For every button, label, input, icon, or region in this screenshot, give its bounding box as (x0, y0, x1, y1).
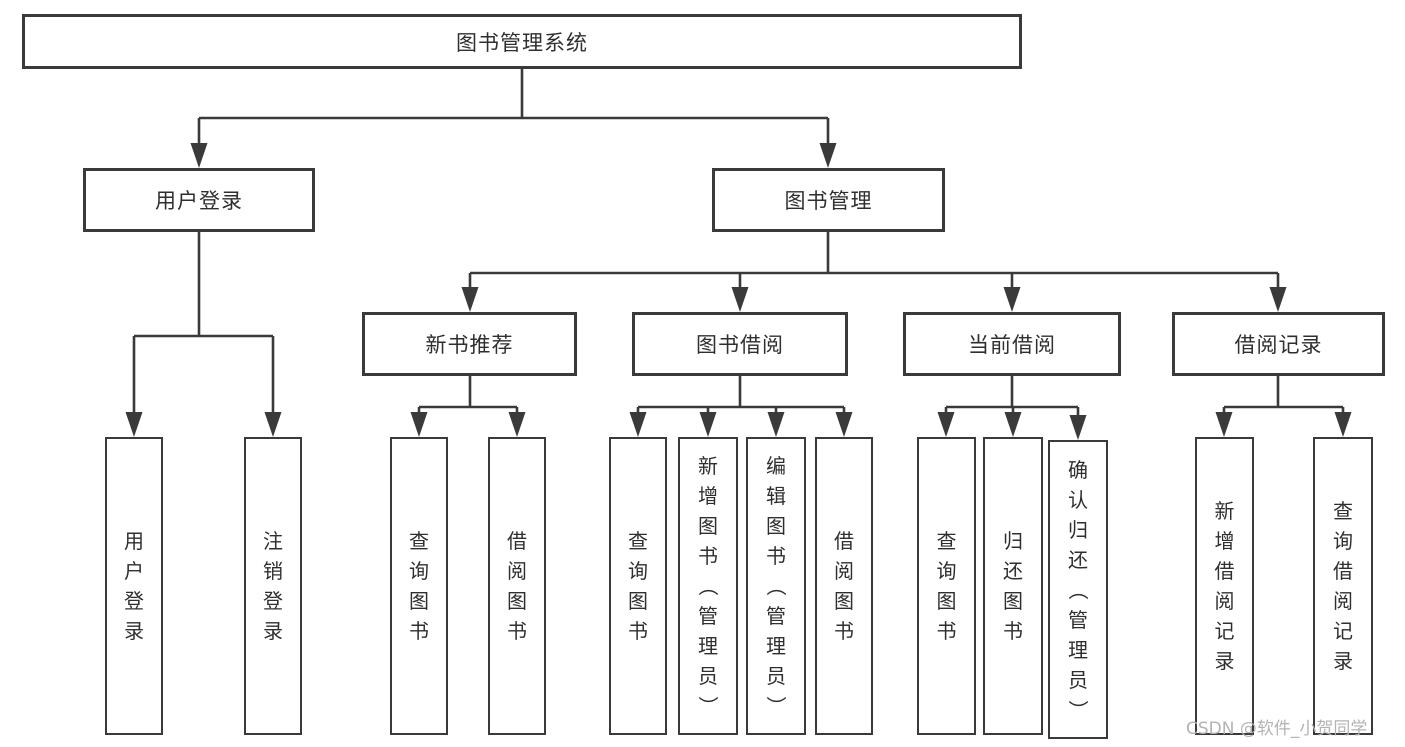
arrowhead (819, 143, 837, 168)
arrowhead (1269, 287, 1287, 312)
leaf-current-confirm-label: 确认归还（管理员） (1066, 457, 1090, 720)
arrowhead (937, 412, 955, 437)
arrowhead (264, 412, 282, 437)
leaf-borrowing-query: 查询图书 (609, 437, 667, 735)
arrowhead (699, 412, 717, 437)
leaf-records-add-label: 新增借阅记录 (1214, 499, 1235, 673)
leaf-borrowing-borrow-label: 借阅图书 (834, 529, 854, 643)
arrowhead (1004, 412, 1022, 437)
arrowhead (835, 412, 853, 437)
arrowhead (1334, 412, 1352, 437)
connector-book-mgmt (468, 232, 1280, 296)
arrowhead (1069, 415, 1087, 440)
arrowhead (629, 412, 647, 437)
leaf-newbooks-query: 查询图书 (390, 437, 448, 735)
arrowhead (410, 412, 428, 437)
leaf-current-return: 归还图书 (983, 437, 1043, 735)
arrowhead (508, 412, 526, 437)
node-root-label: 图书管理系统 (456, 30, 588, 55)
leaf-user-login-label: 用户登录 (124, 529, 144, 643)
leaf-newbooks-query-label: 查询图书 (409, 529, 429, 643)
node-user-login: 用户登录 (83, 168, 315, 232)
node-current: 当前借阅 (903, 312, 1121, 376)
node-borrowing-label: 图书借阅 (696, 333, 784, 357)
node-borrowing: 图书借阅 (632, 312, 848, 376)
connector-records (1222, 376, 1345, 421)
arrowhead (125, 412, 143, 437)
arrowhead (461, 287, 479, 312)
connector-borrowing (636, 376, 846, 421)
node-root: 图书管理系统 (22, 14, 1022, 69)
arrowhead (731, 287, 749, 312)
leaf-records-query: 查询借阅记录 (1313, 437, 1373, 735)
leaf-borrowing-add: 新增图书（管理员） (678, 437, 738, 735)
leaf-borrowing-add-label: 新增图书（管理员） (696, 454, 720, 716)
node-new-books: 新书推荐 (362, 312, 577, 376)
watermark: CSDN @软件_小贺同学 (1186, 719, 1368, 739)
leaf-current-return-label: 归还图书 (1003, 529, 1023, 643)
node-user-login-label: 用户登录 (155, 189, 243, 213)
arrowhead (1003, 287, 1021, 312)
node-records-label: 借阅记录 (1234, 333, 1323, 357)
connector-new-books (417, 376, 519, 421)
leaf-current-confirm: 确认归还（管理员） (1048, 440, 1108, 739)
leaf-newbooks-borrow-label: 借阅图书 (507, 529, 527, 643)
leaf-records-add: 新增借阅记录 (1195, 437, 1254, 735)
node-records: 借阅记录 (1172, 312, 1385, 376)
arrowhead (1215, 412, 1233, 437)
leaf-logout: 注销登录 (244, 437, 302, 735)
node-book-mgmt: 图书管理 (712, 168, 945, 232)
node-new-books-label: 新书推荐 (425, 333, 514, 357)
leaf-current-query-label: 查询图书 (936, 529, 957, 643)
leaf-user-login: 用户登录 (105, 437, 163, 735)
arrowhead (767, 412, 785, 437)
leaf-records-query-label: 查询借阅记录 (1333, 499, 1353, 673)
node-current-label: 当前借阅 (968, 333, 1056, 357)
connector-root (197, 69, 830, 152)
leaf-borrowing-edit-label: 编辑图书（管理员） (764, 454, 788, 716)
connector-user-login (132, 232, 275, 421)
leaf-current-query: 查询图书 (917, 437, 976, 735)
node-book-mgmt-label: 图书管理 (784, 189, 873, 213)
leaf-borrowing-edit: 编辑图书（管理员） (746, 437, 806, 735)
leaf-borrowing-borrow: 借阅图书 (815, 437, 873, 735)
arrowhead (190, 143, 208, 168)
leaf-newbooks-borrow: 借阅图书 (488, 437, 546, 735)
leaf-logout-label: 注销登录 (263, 529, 283, 643)
leaf-borrowing-query-label: 查询图书 (628, 529, 648, 643)
